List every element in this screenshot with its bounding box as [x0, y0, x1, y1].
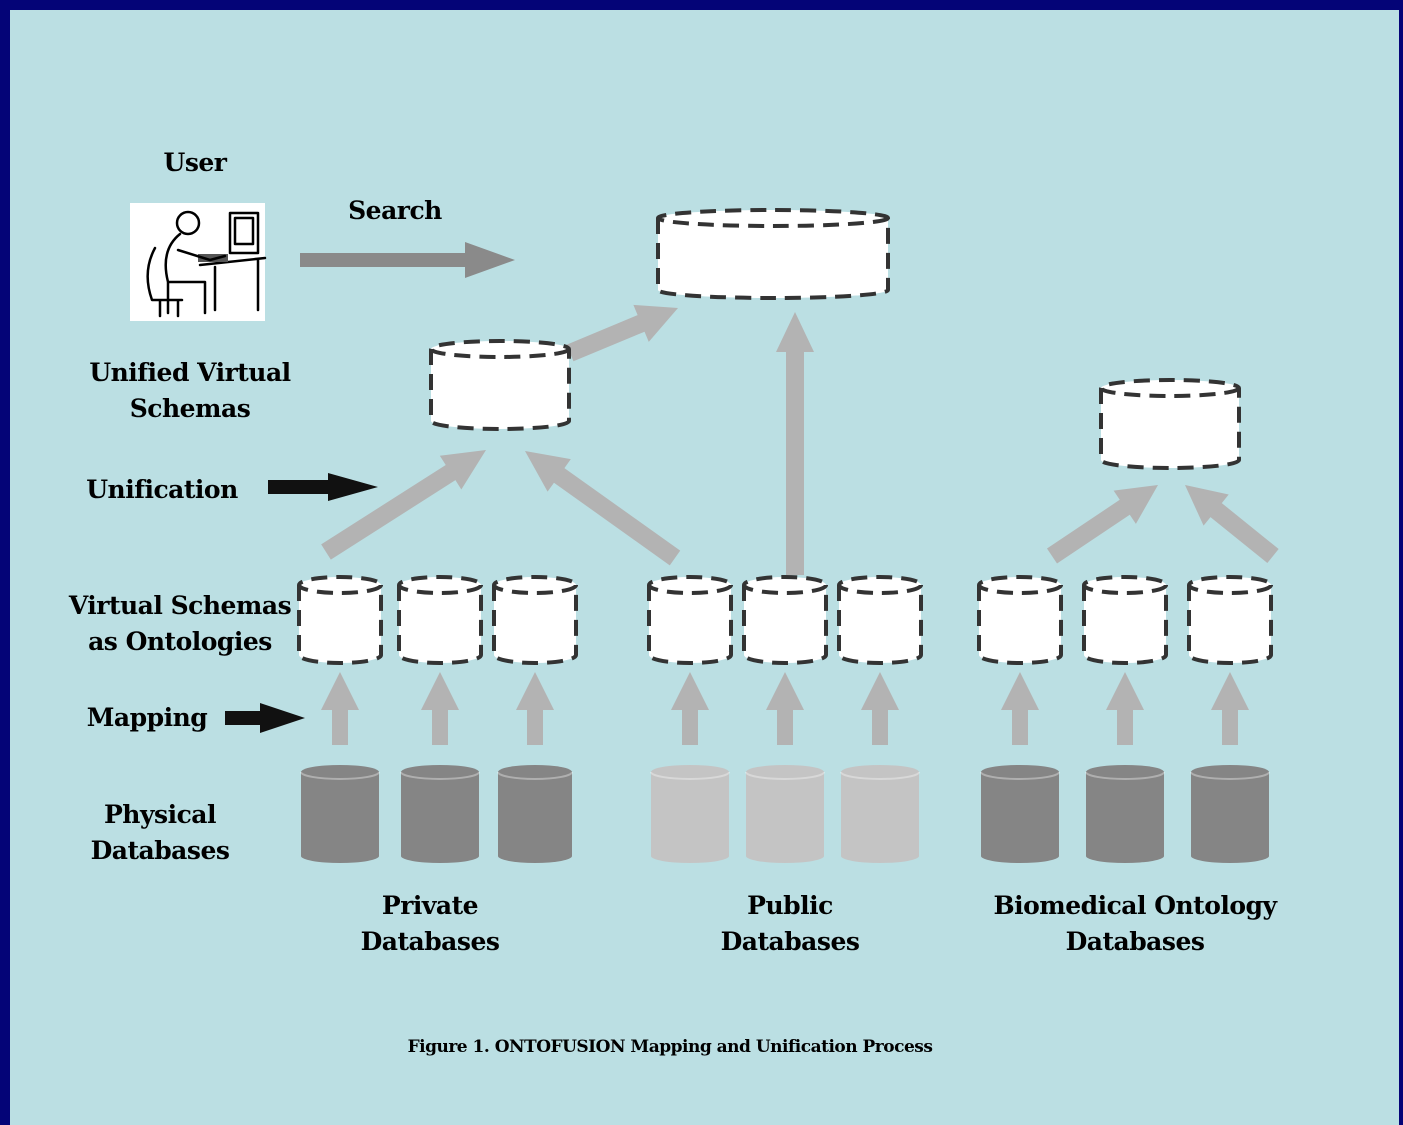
mapping-arrow-7	[1001, 672, 1039, 745]
physical-db-8	[1085, 765, 1165, 863]
arrow-public-to-top	[776, 312, 814, 575]
group-label-private-line1: Private	[381, 891, 479, 920]
arrow-bio-right-to-unified	[1185, 485, 1279, 564]
mapping-arrow-9	[1211, 672, 1249, 745]
top-unified-schema	[656, 208, 890, 300]
label-physical-databases: Physical Databases	[80, 797, 240, 869]
virtual-schema-3	[492, 575, 578, 665]
mapping-arrow-1	[321, 672, 359, 745]
unification-pointer-arrow	[268, 473, 378, 501]
label-virtual-schemas: Virtual Schemas as Ontologies	[60, 588, 300, 660]
physical-db-4	[650, 765, 730, 863]
mapping-pointer-arrow	[225, 703, 305, 733]
group-label-private-line2: Databases	[360, 927, 500, 956]
label-user: User	[163, 148, 227, 177]
arrow-private-to-unified	[321, 450, 486, 560]
group-label-biomedical-line2: Databases	[1065, 927, 1205, 956]
label-virtual-schemas-line1: Virtual Schemas	[68, 591, 292, 620]
unified-schema-right	[1099, 378, 1241, 470]
arrow-unified-to-top	[566, 304, 678, 362]
label-mapping: Mapping	[86, 703, 208, 732]
label-unified-virtual-schemas-line2: Schemas	[129, 394, 251, 423]
unified-schema-left	[429, 339, 571, 431]
virtual-schema-7	[977, 575, 1063, 665]
mapping-arrow-8	[1106, 672, 1144, 745]
figure-caption: Figure 1. ONTOFUSION Mapping and Unifica…	[407, 1037, 933, 1057]
virtual-schema-9	[1187, 575, 1273, 665]
virtual-schema-2	[397, 575, 483, 665]
physical-db-9	[1190, 765, 1270, 863]
user-icon	[130, 203, 267, 321]
label-search: Search	[348, 196, 442, 225]
virtual-schema-8	[1082, 575, 1168, 665]
group-label-biomedical: Biomedical Ontology Databases	[985, 888, 1285, 960]
search-arrow	[300, 242, 515, 278]
diagram-graphics	[130, 203, 1279, 863]
physical-db-5	[745, 765, 825, 863]
mapping-arrow-5	[766, 672, 804, 745]
group-label-public-line1: Public	[747, 891, 833, 920]
physical-db-1	[300, 765, 380, 863]
mapping-arrow-3	[516, 672, 554, 745]
mapping-arrow-2	[421, 672, 459, 745]
physical-db-7	[980, 765, 1060, 863]
mapping-arrow-4	[671, 672, 709, 745]
mapping-arrow-6	[861, 672, 899, 745]
physical-db-3	[497, 765, 573, 863]
virtual-schema-5	[742, 575, 828, 665]
virtual-schema-6	[837, 575, 923, 665]
label-unification: Unification	[86, 475, 238, 504]
label-unified-virtual-schemas-line1: Unified Virtual	[89, 358, 291, 387]
physical-db-6	[840, 765, 920, 863]
group-label-public: Public Databases	[690, 888, 890, 960]
label-unified-virtual-schemas: Unified Virtual Schemas	[70, 355, 310, 427]
virtual-schema-4	[647, 575, 733, 665]
label-physical-databases-line1: Physical	[104, 800, 217, 829]
group-label-biomedical-line1: Biomedical Ontology	[993, 891, 1277, 920]
group-label-public-line2: Databases	[720, 927, 860, 956]
virtual-schema-1	[297, 575, 383, 665]
arrow-bio-left-to-unified	[1046, 485, 1158, 564]
physical-db-2	[400, 765, 480, 863]
group-label-private: Private Databases	[330, 888, 530, 960]
label-physical-databases-line2: Databases	[90, 836, 230, 865]
diagram-canvas: User Search Unified Virtual Schemas Unif…	[10, 10, 1399, 1125]
arrow-public-to-unified	[525, 451, 681, 566]
label-virtual-schemas-line2: as Ontologies	[88, 627, 272, 656]
